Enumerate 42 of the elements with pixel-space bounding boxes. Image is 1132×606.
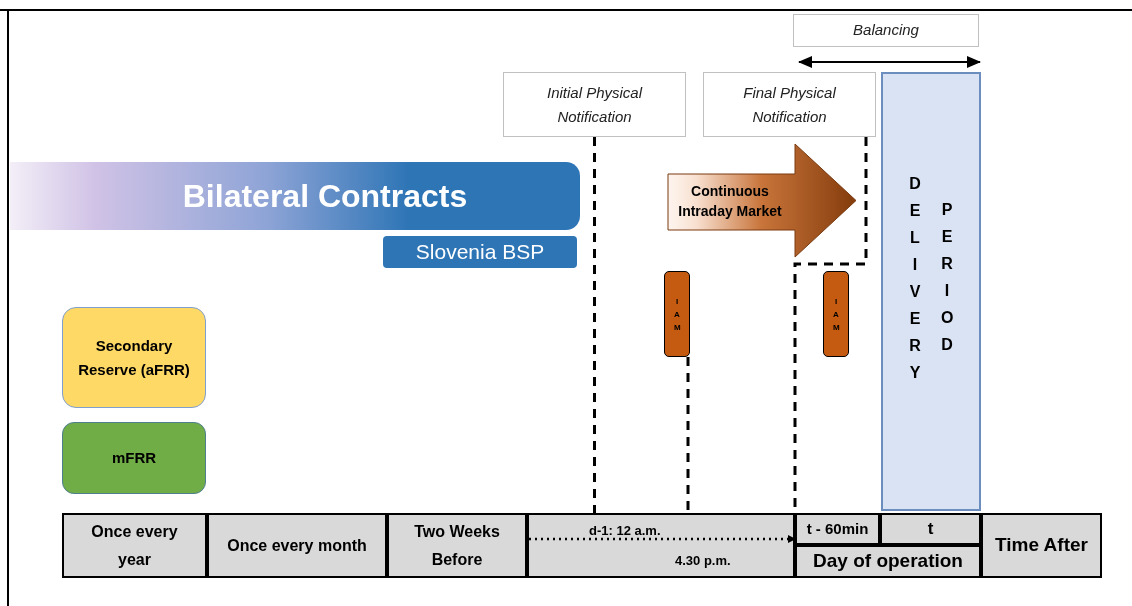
node-text: mFRR — [111, 447, 157, 468]
banner — [383, 236, 577, 268]
timeline-cell — [880, 513, 981, 545]
vertical-text: IAM — [833, 295, 839, 334]
period-column — [881, 72, 981, 511]
label-box — [703, 72, 876, 137]
node-text: t — [927, 518, 934, 541]
timeline-cell — [62, 513, 207, 578]
node-text: Initial Physical Notification — [545, 82, 644, 127]
rounded-box — [62, 422, 206, 494]
node-text: Time After — [995, 533, 1088, 558]
label-box — [793, 14, 979, 47]
timeline-cell — [981, 513, 1102, 578]
time-label: 4.30 p.m. — [675, 552, 731, 570]
dashed-line — [593, 137, 596, 513]
timeline-cell — [795, 513, 880, 545]
rounded-box — [62, 307, 206, 408]
arrow — [529, 535, 796, 543]
timeline-cell — [527, 513, 795, 578]
label-box — [503, 72, 686, 137]
marker-pill — [664, 271, 690, 357]
timeline-cell — [207, 513, 387, 578]
time-label: d-1: 12 a.m. — [589, 522, 661, 540]
vertical-text: IAM — [674, 295, 680, 334]
node-text: Final Physical Notification — [742, 82, 837, 127]
node-text: Two Weeks Before — [413, 521, 501, 570]
node-text: Balancing — [853, 20, 919, 41]
dashed-line — [686, 357, 690, 513]
vertical-text: PERIOD — [941, 200, 953, 355]
node-text: t - 60min — [806, 518, 869, 539]
arrow-label: Continuous Intraday Market — [677, 182, 783, 221]
banner — [10, 162, 580, 230]
timeline-cell — [795, 545, 981, 578]
node-text: Day of operation — [813, 549, 963, 574]
node-text: Secondary Reserve (aFRR) — [77, 335, 191, 380]
node-text: Bilateral Contracts — [182, 177, 468, 216]
node-text: Once every year — [90, 521, 179, 570]
node-text: Slovenia BSP — [415, 239, 545, 266]
vertical-text: DELIVERY — [909, 174, 921, 383]
marker-pill — [823, 271, 849, 357]
timeline-cell — [387, 513, 527, 578]
node-text: Once every month — [227, 535, 367, 556]
